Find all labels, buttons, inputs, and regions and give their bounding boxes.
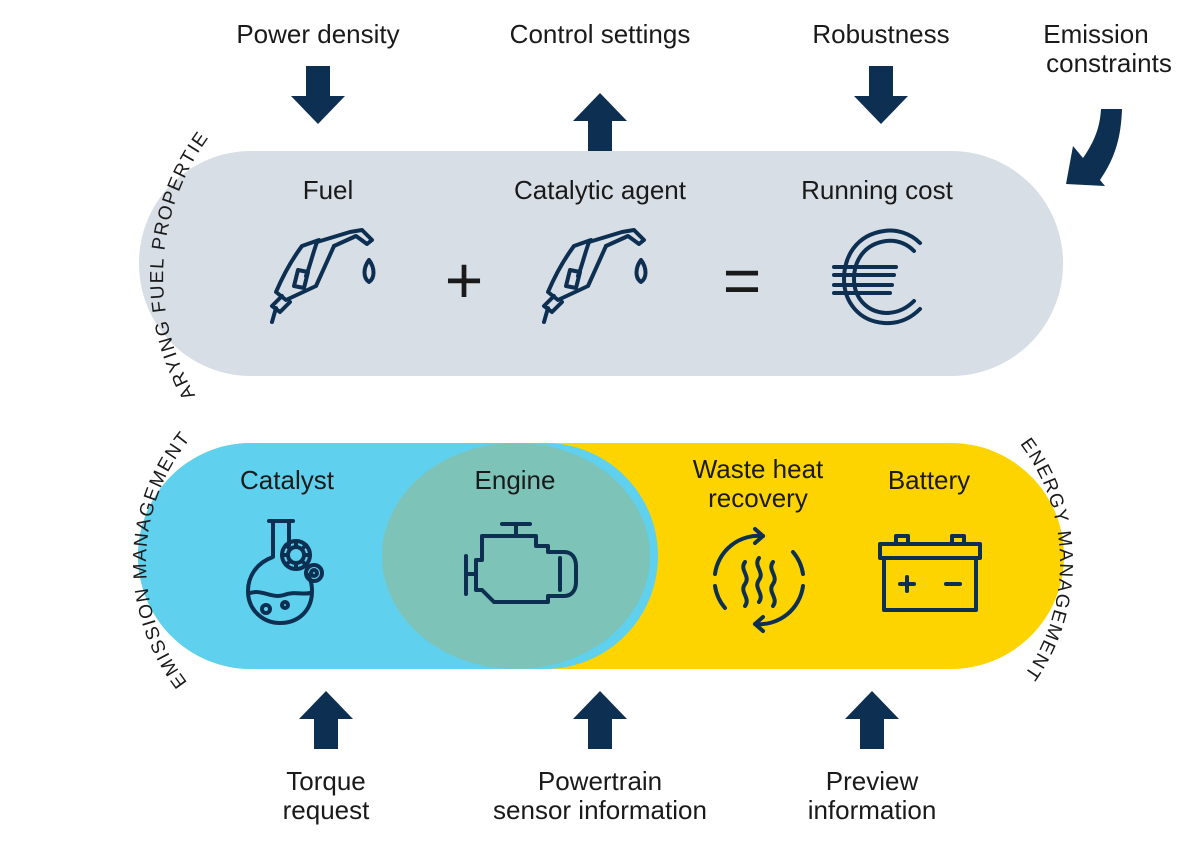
waste-heat-label-line1: Waste heat: [693, 454, 824, 484]
emission-constraints-label-line1: Emission: [1043, 19, 1148, 49]
arrow-icon: [854, 66, 908, 124]
power-density-label: Power density: [236, 19, 399, 49]
catalyst-label: Catalyst: [240, 465, 335, 495]
arrow-icon: [291, 66, 345, 124]
catalytic-agent-label: Catalytic agent: [514, 175, 687, 205]
fuel-pump-nozzle-icon: [542, 228, 648, 324]
emission-constraints-label-line2: constraints: [1046, 48, 1172, 78]
fuel-label: Fuel: [303, 175, 354, 205]
preview-information-label-line1: Preview: [826, 766, 919, 796]
powertrain-sensor-label-line1: Powertrain: [538, 766, 662, 796]
waste-heat-label-line2: recovery: [708, 483, 808, 513]
torque-request-label-line1: Torque: [286, 766, 366, 796]
powertrain-sensor-label-line2: sensor information: [493, 795, 707, 825]
preview-information-label-line2: information: [808, 795, 937, 825]
engine-label: Engine: [475, 465, 556, 495]
arrow-icon: [1066, 109, 1122, 186]
running-cost-label: Running cost: [801, 175, 954, 205]
plus-sign: +: [445, 243, 484, 317]
fuel-capsule: [139, 151, 1063, 376]
torque-request-label-line2: request: [283, 795, 370, 825]
arrow-icon: [573, 93, 627, 151]
engine-overlap-zone: [382, 443, 650, 669]
flask-gear-icon: [246, 519, 324, 625]
robustness-label: Robustness: [812, 19, 949, 49]
arrow-icon: [845, 691, 899, 749]
heat-cycle-icon: [713, 527, 805, 633]
battery-label: Battery: [888, 465, 970, 495]
engine-icon: [464, 522, 578, 604]
battery-icon: [878, 534, 982, 612]
arrow-icon: [299, 691, 353, 749]
arrow-icon: [573, 691, 627, 749]
control-settings-label: Control settings: [510, 19, 691, 49]
equals-sign: =: [723, 243, 762, 317]
euro-icon: [832, 228, 922, 326]
fuel-pump-nozzle-icon: [270, 228, 376, 324]
